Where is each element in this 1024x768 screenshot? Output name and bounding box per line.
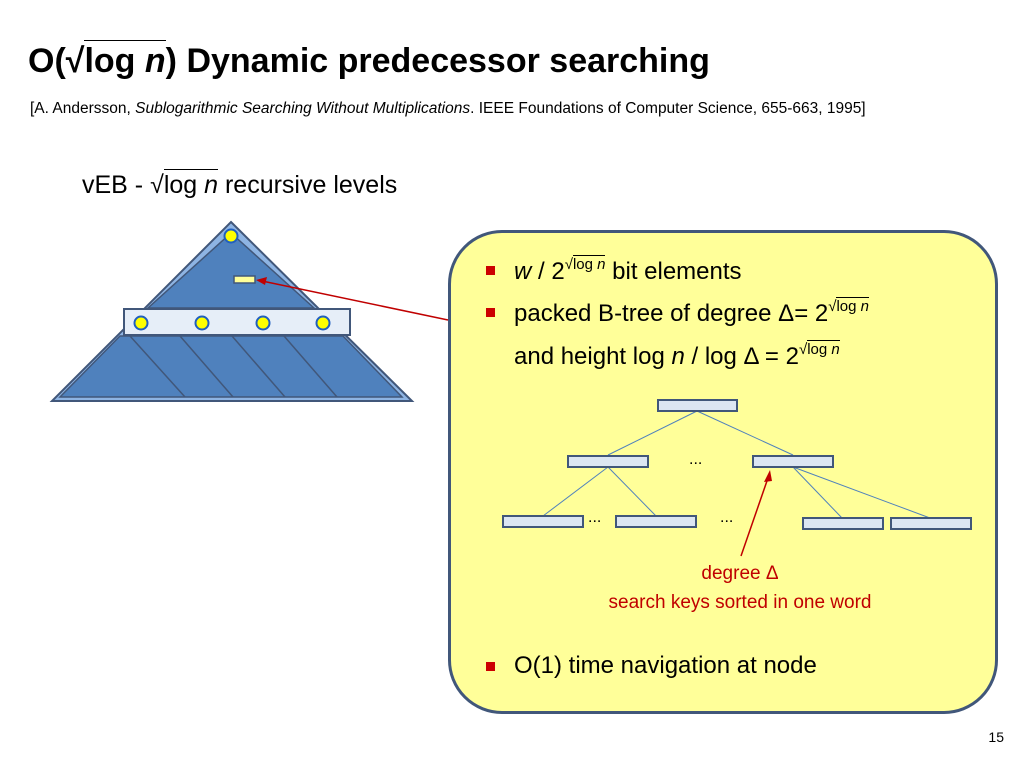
slide-title: O(√log n) Dynamic predecessor searching	[28, 40, 710, 81]
bottom-subtrees	[58, 335, 404, 398]
veb-sqrt-argument: log n	[163, 169, 219, 199]
veb-triangle	[49, 220, 415, 402]
level-node	[315, 315, 331, 331]
subtree-divider	[129, 335, 186, 398]
tree-ellipsis: ...	[588, 509, 601, 526]
explanation-panel	[448, 230, 998, 714]
degree-pointer	[740, 477, 769, 557]
search-keys-note: search keys sorted in one word	[608, 592, 872, 613]
citation: [A. Andersson, Sublogarithmic Searching …	[30, 100, 866, 118]
delta-symbol: Δ	[778, 300, 795, 327]
page-number: 15	[988, 729, 1004, 745]
title-log: log	[84, 42, 145, 80]
top-subtree	[146, 231, 316, 309]
btree-leaf-node	[802, 517, 884, 530]
citation-paper-title: Sublogarithmic Searching Without Multipl…	[135, 100, 471, 117]
veb-prefix: vEB -	[82, 171, 151, 199]
btree-node	[752, 455, 834, 468]
arrow-head	[764, 470, 772, 482]
btree-leaf-node	[890, 517, 972, 530]
veb-suffix: recursive levels	[218, 171, 398, 199]
veb-levels-label: vEB - √log n recursive levels	[82, 169, 398, 200]
level-node	[194, 315, 210, 331]
delta-symbol: Δ	[743, 343, 759, 370]
level-node	[255, 315, 271, 331]
title-prefix: O(	[28, 42, 66, 80]
citation-suffix: . IEEE Foundations of Computer Science, …	[470, 100, 866, 117]
root-node	[223, 228, 239, 244]
btree-leaf-node	[615, 515, 697, 528]
subtree-divider	[179, 335, 234, 398]
veb-sqrt-symbol: √	[150, 171, 164, 199]
highlighted-node	[233, 275, 256, 284]
tree-ellipsis: ...	[720, 509, 733, 526]
btree-node	[567, 455, 649, 468]
bullet-marker	[486, 662, 495, 671]
tree-ellipsis: ...	[689, 451, 702, 468]
arrow-head	[256, 277, 267, 285]
veb-log: log	[163, 171, 205, 199]
btree-leaf-node	[502, 515, 584, 528]
title-n: n	[144, 42, 166, 80]
title-suffix: ) Dynamic predecessor searching	[165, 42, 710, 80]
middle-level-bar	[123, 308, 351, 336]
w-symbol: w	[514, 258, 532, 285]
packed-btree: ... ... ...	[502, 399, 972, 557]
level-node	[133, 315, 149, 331]
connector-arrow	[256, 277, 449, 321]
title-sqrt-argument: log n	[84, 40, 166, 80]
sqrt-symbol: √	[65, 42, 85, 80]
bullet-marker	[486, 266, 495, 275]
bullet-marker	[486, 308, 495, 317]
btree-root-node	[657, 399, 738, 412]
veb-n: n	[204, 171, 219, 199]
subtree-divider	[231, 335, 286, 398]
degree-note: degree Δ	[701, 563, 779, 584]
citation-prefix: [A. Andersson,	[30, 100, 136, 117]
subtree-divider	[283, 335, 338, 398]
